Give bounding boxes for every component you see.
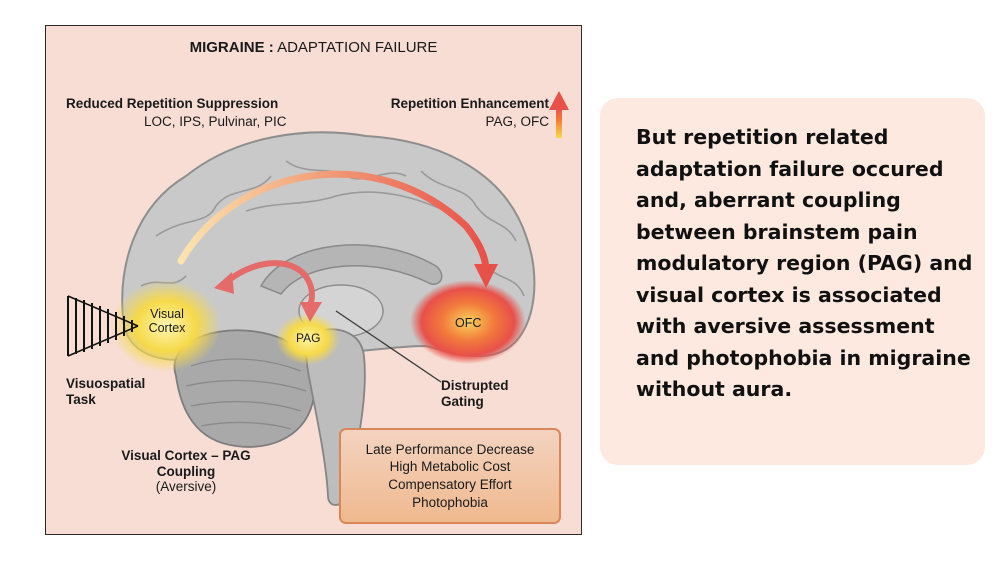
gating-label: Distrupted Gating (441, 378, 509, 409)
pag-label: PAG (296, 331, 321, 345)
corpus-callosum (259, 244, 443, 295)
cerebellum-folia (185, 358, 307, 430)
effect-item: Late Performance Decrease (365, 441, 535, 457)
effect-item: Compensatory Effort (388, 477, 512, 492)
repetition-arc-arrow (177, 170, 490, 275)
enhancement-up-arrow-head (549, 91, 569, 110)
explanation-text: But repetition related adaptation failur… (636, 125, 973, 401)
ofc-label: OFC (455, 316, 482, 330)
explanation-card: But repetition related adaptation failur… (600, 98, 985, 465)
brain-illustration (67, 91, 569, 506)
effect-item: High Metabolic Cost (389, 459, 511, 475)
migraine-figure: MIGRAINE : ADAPTATION FAILURE Reduced Re… (45, 25, 582, 535)
coupling-arrowhead-left (214, 272, 234, 294)
re-heading: Repetition Enhancement (390, 96, 549, 111)
effects-box: Late Performance Decrease High Metabolic… (339, 428, 561, 524)
ofc-highlight (410, 280, 526, 364)
pag-highlight (276, 313, 340, 365)
visual-stimulus-icon (67, 295, 139, 357)
effect-item: Photophobia (412, 494, 488, 510)
coupling-double-arrow (221, 260, 315, 309)
figure-title: MIGRAINE : ADAPTATION FAILURE (189, 39, 438, 56)
visual-cortex-label: Visual Cortex (148, 307, 186, 336)
re-regions: PAG, OFC (485, 114, 549, 129)
visual-cortex-highlight (111, 280, 221, 372)
rrs-heading: Reduced Repetition Suppression (66, 96, 279, 111)
rrs-regions: LOC, IPS, Pulvinar, PIC (144, 114, 287, 129)
enhancement-up-arrow-shaft (556, 108, 562, 138)
gating-pointer-line (335, 310, 442, 383)
task-label: Visuospatial Task (66, 376, 146, 407)
coupling-label: Visual Cortex – PAG Coupling (Aversive) (121, 448, 251, 495)
repetition-arc-arrowhead (474, 264, 498, 288)
coupling-arrowhead-right (300, 302, 322, 322)
